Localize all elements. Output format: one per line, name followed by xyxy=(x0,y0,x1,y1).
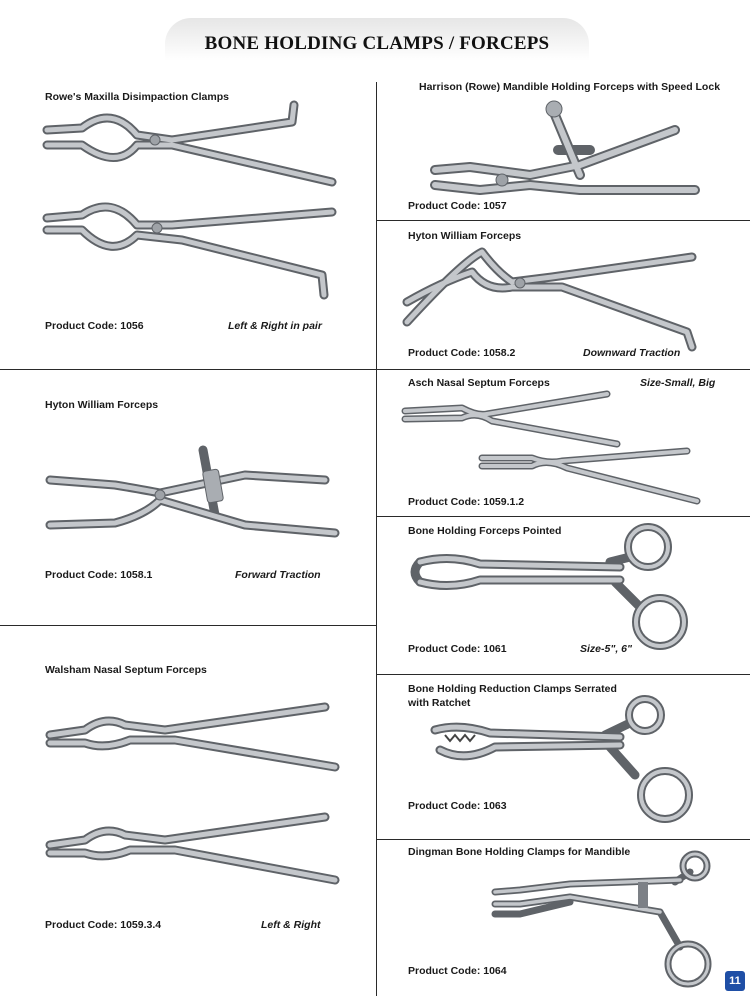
product-code: Product Code: 1064 xyxy=(408,965,507,977)
product-note: Size-5", 6" xyxy=(580,643,632,655)
product-code: Product Code: 1058.1 xyxy=(45,569,153,581)
title-banner xyxy=(165,18,589,68)
product-code: Product Code: 1063 xyxy=(408,800,507,812)
product-name: Bone Holding Forceps Pointed xyxy=(408,525,562,537)
product-name: Harrison (Rowe) Mandible Holding Forceps… xyxy=(419,81,721,93)
product-name: Walsham Nasal Septum Forceps xyxy=(45,664,207,676)
divider-right-3 xyxy=(377,516,750,517)
serrated-reduction-clamp-icon xyxy=(430,695,693,823)
product-code: Product Code: 1059.1.2 xyxy=(408,496,525,508)
product-name: Dingman Bone Holding Clamps for Mandible xyxy=(408,846,631,858)
divider-left-1 xyxy=(0,369,377,370)
product-note: Downward Traction xyxy=(583,347,681,359)
divider-right-5 xyxy=(377,839,750,840)
product-name: Hyton William Forceps xyxy=(45,399,159,411)
product-name: Hyton William Forceps xyxy=(408,230,522,242)
product-code: Product Code: 1058.2 xyxy=(408,347,516,359)
page-title: BONE HOLDING CLAMPS / FORCEPS xyxy=(204,33,550,54)
divider-right-2 xyxy=(377,369,750,370)
product-code: Product Code: 1057 xyxy=(408,200,507,212)
speed-lock-forceps-icon xyxy=(430,100,700,195)
divider-vertical xyxy=(376,82,377,996)
forward-traction-forceps-icon xyxy=(45,445,340,538)
divider-right-4 xyxy=(377,674,750,675)
downward-traction-forceps-icon xyxy=(402,247,697,352)
product-code: Product Code: 1061 xyxy=(408,643,507,655)
product-note: Left & Right in pair xyxy=(228,320,322,332)
product-note: Left & Right xyxy=(261,919,321,931)
divider-left-2 xyxy=(0,625,377,626)
product-code: Product Code: 1056 xyxy=(45,320,144,332)
walsham-forceps-pair-icon xyxy=(45,702,340,885)
asch-forceps-pair-icon xyxy=(401,390,701,505)
rowe-clamps-pair-icon xyxy=(42,100,337,300)
dingman-clamp-icon xyxy=(491,850,712,988)
product-note: Forward Traction xyxy=(235,569,321,581)
page-number-badge: 11 xyxy=(725,971,745,991)
product-note: Size-Small, Big xyxy=(640,377,716,389)
product-name: Rowe's Maxilla Disimpaction Clamps xyxy=(45,91,229,103)
pointed-bone-forceps-icon xyxy=(410,523,688,650)
divider-right-1 xyxy=(377,220,750,221)
product-name: Bone Holding Reduction Clamps Serrated xyxy=(408,683,617,695)
product-name-line-2: with Ratchet xyxy=(408,697,471,709)
product-name: Asch Nasal Septum Forceps xyxy=(408,377,550,389)
product-code: Product Code: 1059.3.4 xyxy=(45,919,162,931)
